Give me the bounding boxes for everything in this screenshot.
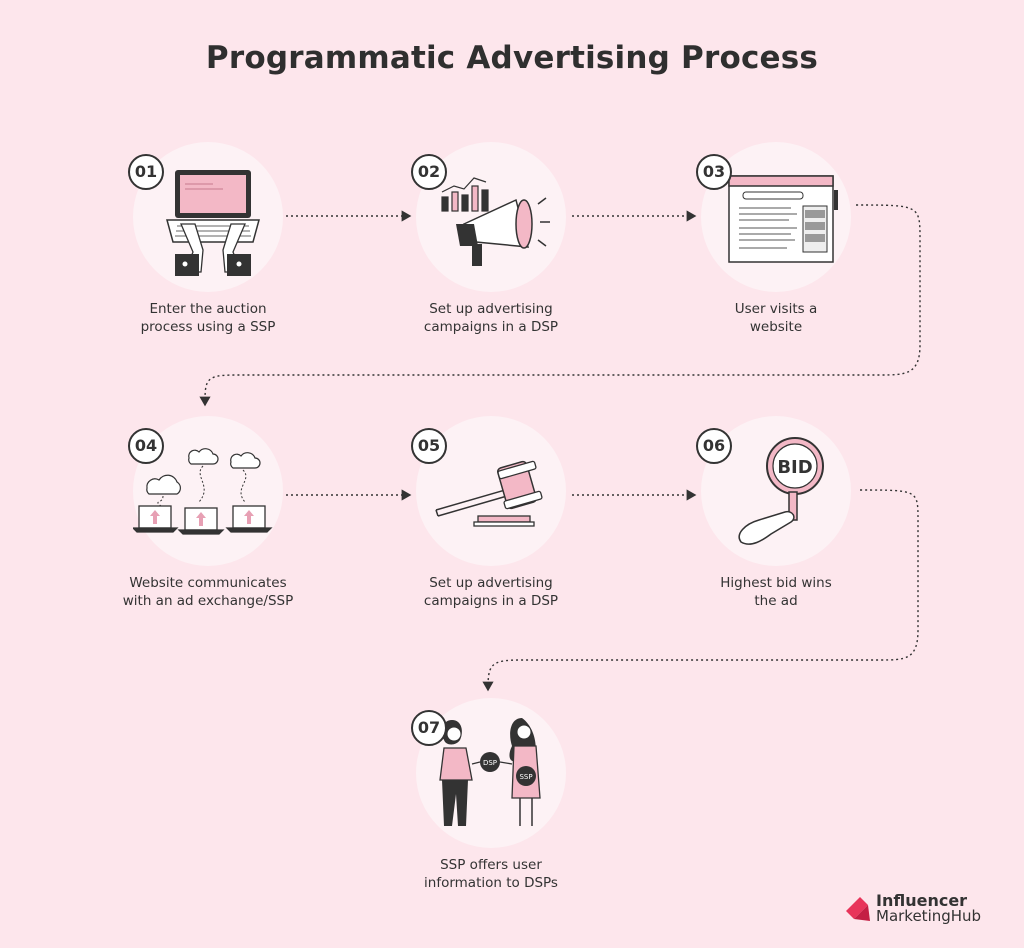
step-label: User visits a website	[734, 301, 818, 335]
gavel-icon	[435, 460, 543, 527]
step-number-badge: 02	[411, 154, 447, 190]
step-number-badge: 05	[411, 428, 447, 464]
connector-06-07	[482, 489, 919, 692]
step-label: Set up advertising campaigns in a DSP	[423, 301, 559, 335]
browser-window-icon	[728, 175, 838, 263]
connector-03-04	[199, 204, 921, 407]
page-title: Programmatic Advertising Process	[205, 40, 819, 76]
step-label: Enter the auction process using a SSP	[140, 301, 276, 335]
logo-text-line2: MarketingHub	[876, 907, 982, 925]
step-number-badge: 03	[696, 154, 732, 190]
logo-mark-icon	[846, 897, 870, 921]
megaphone-chart-icon	[441, 177, 550, 266]
people-exchange-icon: DSP SSP	[439, 718, 541, 826]
laptops-cloud-network-icon	[133, 448, 273, 535]
laptop-typing-icon	[166, 170, 260, 276]
influencer-marketing-hub-logo: Influencer MarketingHub	[844, 891, 1004, 933]
step-number-badge: 04	[128, 428, 164, 464]
bid-text: BID	[777, 457, 812, 478]
step-label: Highest bid wins the ad	[720, 575, 832, 609]
logo-text-line1: Influencer	[876, 891, 968, 910]
step-number-badge: 01	[128, 154, 164, 190]
step-number-badge: 07	[411, 710, 447, 746]
step-label: Website communicates with an ad exchange…	[122, 575, 294, 609]
step-number-badge: 06	[696, 428, 732, 464]
step-label: SSP offers user information to DSPs	[424, 857, 558, 891]
dsp-text: DSP	[483, 759, 497, 767]
bid-paddle-icon: BID	[738, 437, 824, 545]
step-label: Set up advertising campaigns in a DSP	[423, 575, 559, 609]
ssp-text: SSP	[519, 773, 532, 781]
